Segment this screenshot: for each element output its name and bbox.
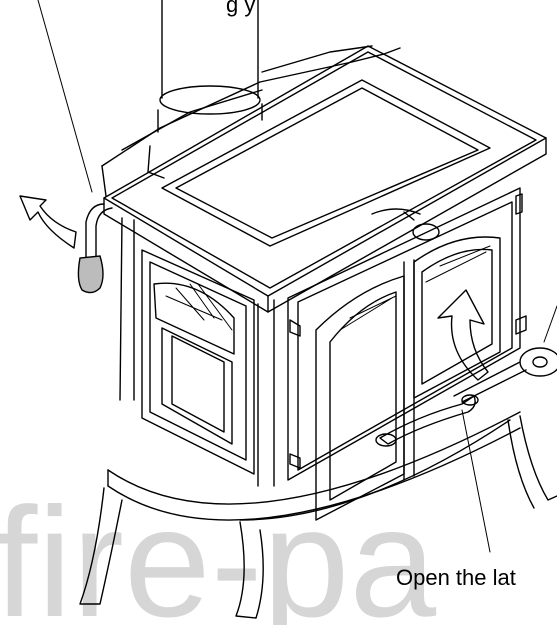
- flue-pipe: [157, 0, 263, 133]
- left-lift-handle: [77, 203, 113, 294]
- top-plate: [103, 45, 547, 313]
- latch-tool: [453, 347, 557, 403]
- stove-legs: [79, 415, 557, 619]
- stove-body-left: [119, 217, 275, 487]
- door-latch-handle: [375, 394, 479, 447]
- leader-line-bottom: [461, 409, 491, 553]
- top-caption-fragment: g y: [226, 0, 255, 17]
- leader-line-right: [543, 305, 557, 343]
- front-doors: [287, 187, 527, 521]
- curved-arrow-up-icon: [437, 289, 489, 381]
- bottom-caption: Open the lat: [396, 565, 516, 590]
- leader-line-left: [37, 0, 93, 193]
- stove-base: [107, 411, 521, 521]
- top-latch: [371, 208, 440, 241]
- curved-arrow-left-icon: [19, 195, 77, 249]
- watermark-text: fire-pa: [0, 476, 436, 625]
